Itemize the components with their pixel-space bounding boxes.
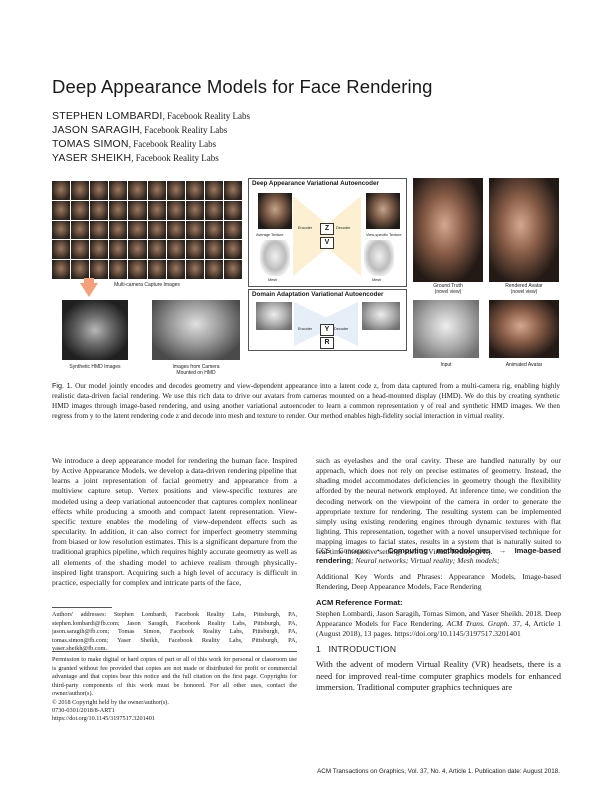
page-footer: ACM Transactions on Graphics, Vol. 37, N… [317,768,560,775]
rendered-avatar-image [489,178,559,282]
doi-link[interactable]: https://doi.org/10.1145/3197517.3201401 [52,715,155,722]
view-specific-texture-image [366,193,400,229]
gt-label-line2: (novel view) [434,289,462,295]
issn-line: 0730-0301/2018/8-ART1 [52,707,115,714]
animated-label: Animated Avatar [505,362,543,368]
caption-label: Fig. 1. [52,381,73,390]
input-mesh-image [260,240,290,276]
author-name: JASON SARAGIH [52,124,140,136]
abstract-continued: such as eyelashes and the oral cavity. T… [316,456,561,557]
hmd-camera-image [152,300,240,360]
author-addresses: Authors' addresses: Stephen Lombardi, Fa… [52,611,297,652]
paper-title: Deep Appearance Models for Face Renderin… [52,76,433,97]
dav-encoder-label: Encoder [298,226,313,230]
author-name: TOMAS SIMON [52,138,129,150]
mesh-right-label: Mesh [372,278,382,282]
ccs-rest: ; Neural networks; Virtual reality; Mesh… [351,556,500,566]
introduction-text: With the advent of modern Virtual Realit… [316,659,561,692]
input-image [413,300,479,358]
section-title: INTRODUCTION [328,644,397,654]
ccs-label: CCS Concepts: • [316,546,380,555]
da-decoder-label: Decoder [334,327,349,331]
down-arrow-icon [80,283,98,297]
copyright-line: © 2018 Copyright held by the owner/autho… [52,699,169,706]
author-affiliation: , Facebook Reality Labs [131,153,219,163]
figure-caption: Fig. 1. Our model jointly encodes and de… [52,381,560,421]
ref-journal: ACM Trans. Graph. [446,619,510,629]
ra-label-line2: (novel view) [510,289,538,295]
author-3: TOMAS SIMON, Facebook Reality Labs [52,138,216,150]
reference-format: Stephen Lombardi, Jason Saragih, Tomas S… [316,609,561,639]
ra-label-line1: Rendered Avatar [505,283,543,289]
author-name: STEPHEN LOMBARDI [52,110,163,122]
da-input-image [256,302,292,330]
abstract: We introduce a deep appearance model for… [52,456,297,587]
synthetic-hmd-image [62,300,128,360]
dav2-panel-title: Domain Adaptation Variational Autoencode… [252,291,384,298]
domain-r-box: R [320,337,334,349]
author-affiliation: , Facebook Reality Labs [162,111,251,121]
animated-avatar-image [489,300,559,358]
da-encoder-label: Encoder [298,327,313,331]
average-texture-label: Average Texture [256,233,284,237]
ccs-concepts: CCS Concepts: • Computing methodologies … [316,546,561,566]
average-texture-image [258,193,292,229]
synthetic-hmd-label: Synthetic HMD Images [69,364,121,370]
multicam-label: Multi-camera Capture Images [114,282,180,288]
down-arrow-stem [84,278,94,285]
section-number: 1 [316,644,321,654]
output-mesh-image [364,240,394,276]
dav-decoder-label: Decoder [336,226,351,230]
reference-format-heading: ACM Reference Format: [316,598,403,607]
caption-text: Our model jointly encodes and decodes ge… [52,382,560,420]
keywords: Additional Key Words and Phrases: Appear… [316,572,561,592]
ground-truth-image [413,178,483,282]
da-output-image [362,302,400,330]
ref-text-1: Stephen Lombardi, Jason Saragih, Tomas S… [316,609,561,629]
author-affiliation: , Facebook Reality Labs [128,139,217,149]
ccs-primary: Computing methodologies → Image-based re… [316,546,561,566]
input-label: Input [440,362,452,368]
multicam-capture-grid [52,181,242,279]
camera-label-line1: Images from Camera [172,364,220,370]
view-v-box: V [320,237,334,249]
author-4: YASER SHEIKH, Facebook Reality Labs [52,152,219,164]
mesh-left-label: Mesh [268,278,278,282]
view-texture-label: View-specific Texture [366,233,402,237]
ref-text-2: 37, 4, Article 1 (August 2018), 13 pages… [316,619,562,639]
footnote-rule [52,607,112,608]
gt-label-line1: Ground Truth [433,283,463,289]
author-name: YASER SHEIKH [52,152,132,164]
dav-panel-title: Deep Appearance Variational Autoencoder [252,180,379,187]
latent-z-box: Z [320,223,334,235]
section-heading: 1 INTRODUCTION [316,644,396,654]
permission-notice: Permission to make digital or hard copie… [52,656,297,697]
latent-y-box: Y [320,324,334,336]
camera-label-line2: Mounted on HMD [176,370,216,376]
author-1: STEPHEN LOMBARDI, Facebook Reality Labs [52,110,250,122]
permission-rule [52,651,297,652]
author-affiliation: , Facebook Reality Labs [139,125,228,135]
author-2: JASON SARAGIH, Facebook Reality Labs [52,124,227,136]
